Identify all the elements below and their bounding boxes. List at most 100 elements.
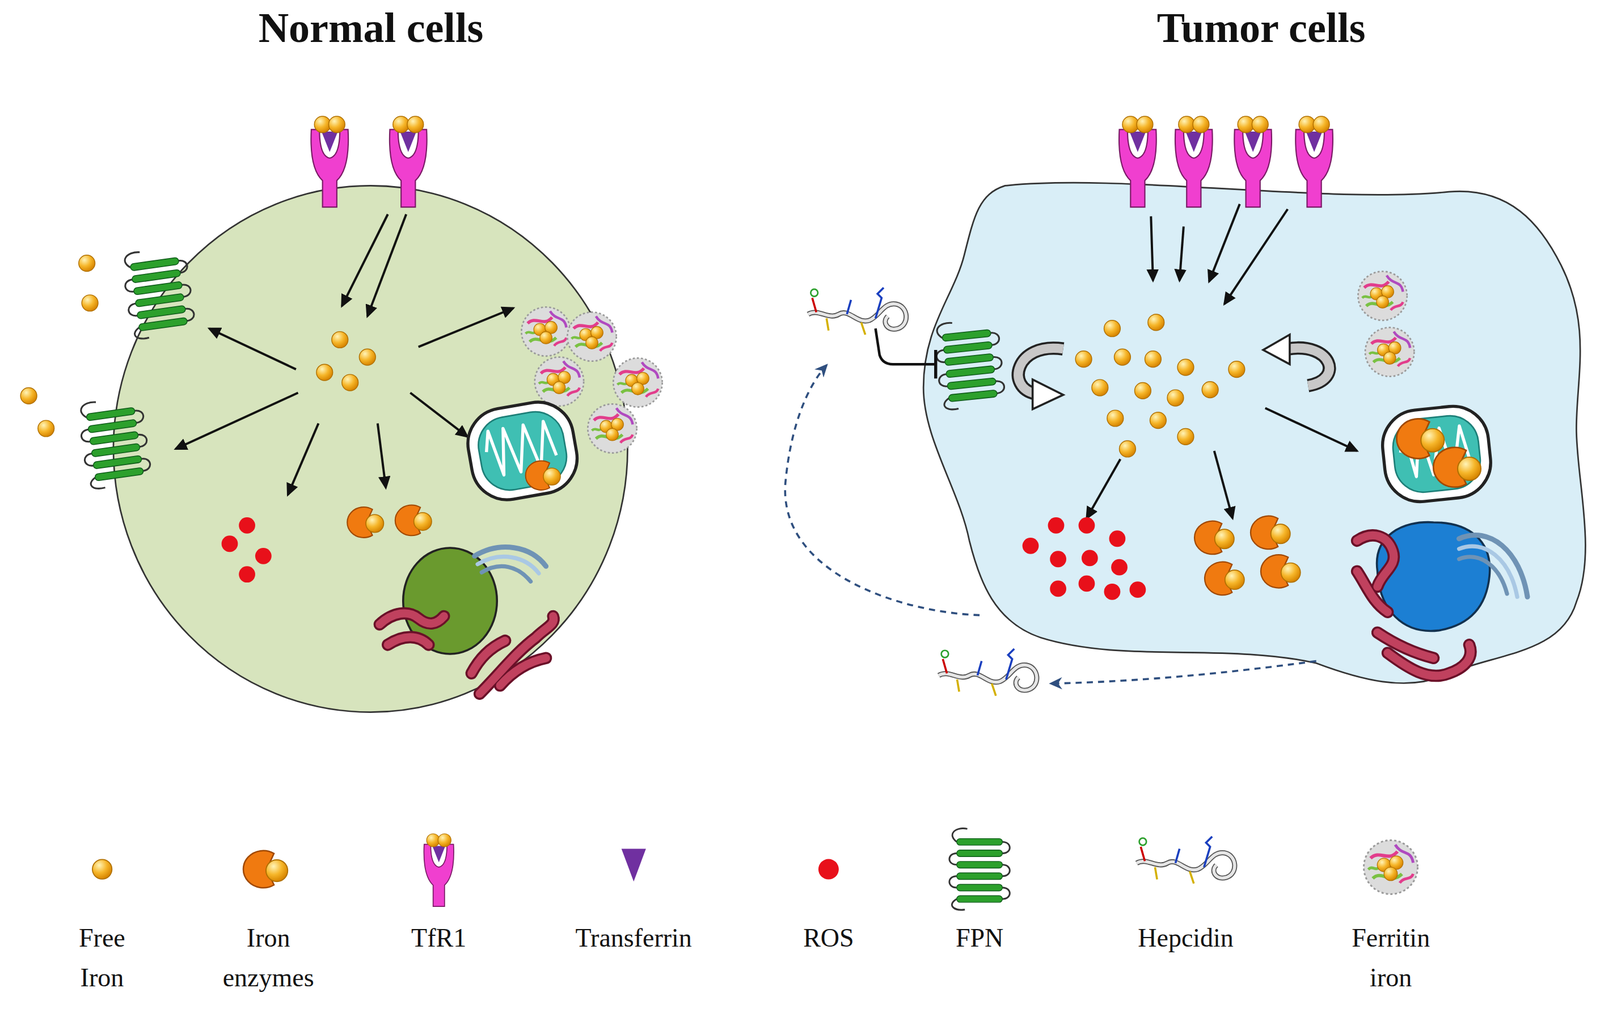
- endoplasmic-reticulum: [479, 615, 554, 694]
- legend-item: Iron enzymes: [211, 918, 325, 998]
- legend-item: TfR1: [353, 918, 525, 958]
- flow-arrows: [1265, 408, 1358, 452]
- legend-item: FPN: [922, 918, 1037, 958]
- ros-dots: [1081, 550, 1099, 567]
- iron-pool: [1075, 314, 1245, 458]
- iron-pool: [1091, 379, 1109, 396]
- legend-label: Free Iron: [59, 918, 145, 998]
- recycle-arrows: [1018, 334, 1330, 409]
- cell-membrane: [923, 182, 1586, 683]
- iron-pool: [1167, 389, 1184, 407]
- golgi: [1459, 535, 1528, 598]
- iron-pool: [1177, 359, 1194, 376]
- cell-panel: Tumor cells: [930, 3, 1593, 708]
- flow-arrows: [1209, 204, 1240, 282]
- legend-item: Ferritin iron: [1328, 918, 1454, 998]
- flow-arrows: [418, 307, 514, 347]
- iron-pool: [1075, 351, 1092, 368]
- ros-dots: [1049, 550, 1067, 568]
- cell-panel: Normal cells: [114, 3, 628, 715]
- iron-enzymes: [395, 504, 432, 536]
- flow-arrows: [175, 393, 299, 450]
- golgi: [1459, 535, 1528, 598]
- flow-arrows: [342, 214, 388, 307]
- iron-pool: [1104, 320, 1121, 337]
- golgi: [1459, 556, 1508, 594]
- iron-pool: [1177, 428, 1194, 445]
- legend-label: Transferrin: [542, 918, 725, 958]
- legend-icons: [818, 859, 839, 880]
- receptors: [389, 116, 428, 208]
- legend-label: ROS: [771, 918, 886, 958]
- cell-membrane: [113, 185, 628, 712]
- flow-arrows: [367, 214, 407, 317]
- iron-pool: [1119, 440, 1137, 458]
- ferritin-stores: [567, 311, 616, 361]
- iron-enzymes: [1250, 516, 1291, 550]
- flow-arrows: [1224, 209, 1289, 305]
- recycle-arrows: [1032, 379, 1064, 409]
- legend-icons: [949, 828, 1010, 911]
- endoplasmic-reticulum: [1357, 535, 1471, 677]
- golgi: [474, 547, 547, 582]
- iron-pool: [1114, 348, 1131, 366]
- endoplasmic-reticulum: [387, 636, 429, 645]
- endoplasmic-reticulum: [379, 613, 554, 694]
- receptors: [1234, 116, 1272, 208]
- flow-arrows: [288, 423, 319, 495]
- nucleus: [1377, 522, 1490, 632]
- mitochondrion-normal: [462, 396, 583, 506]
- normal-cell: [20, 116, 662, 712]
- golgi: [481, 566, 531, 582]
- recycle-arrows: [1263, 334, 1290, 365]
- ros-dots: [1022, 517, 1147, 601]
- recycle-arrows: [1287, 348, 1330, 386]
- legend-label: Ferritin iron: [1328, 918, 1454, 998]
- legend-item: Hepcidin: [1100, 918, 1272, 958]
- legend-label: Hepcidin: [1100, 918, 1272, 958]
- endoplasmic-reticulum: [379, 613, 444, 624]
- iron-pool: [1107, 410, 1124, 427]
- iron-pool: [1147, 314, 1165, 331]
- hepcidin-loop: [784, 365, 980, 616]
- endoplasmic-reticulum: [1377, 632, 1434, 658]
- hepcidin-loop: [784, 287, 1316, 696]
- legend-label: FPN: [922, 918, 1037, 958]
- mitochondrion-normal: [462, 396, 583, 506]
- recycle-arrows: [1287, 348, 1330, 386]
- endoplasmic-reticulum: [1357, 571, 1388, 612]
- legend-item: Free Iron: [59, 918, 145, 998]
- receptors: [1175, 116, 1213, 208]
- legend-icons: [423, 833, 454, 907]
- exported-iron: [20, 255, 99, 437]
- iron-pool: [342, 374, 359, 391]
- exported-iron: [78, 255, 96, 272]
- iron-enzymes: [1204, 562, 1245, 595]
- ferritin-stores: [1357, 271, 1407, 320]
- iron-pool: [1201, 381, 1219, 399]
- mitochondrion-normal: [525, 461, 561, 491]
- iron-pool: [1144, 351, 1162, 368]
- ferritin-stores: [521, 306, 571, 356]
- ros-dots: [1022, 537, 1040, 555]
- ros-dots: [1104, 583, 1121, 601]
- legend-icons: [243, 850, 288, 888]
- ferroportin-exporter: [933, 317, 1006, 411]
- ferroportin-exporters: [120, 245, 197, 341]
- endoplasmic-reticulum: [387, 636, 429, 645]
- flow-arrows: [1086, 204, 1358, 519]
- hepcidin-loop: [808, 287, 907, 335]
- ferritin-stores: [534, 357, 584, 407]
- legend-icons: [1136, 836, 1235, 884]
- tumor-cell: [784, 116, 1586, 696]
- legend-label: Iron enzymes: [211, 918, 325, 998]
- iron-pool: [359, 348, 376, 366]
- ros-dots: [1111, 559, 1128, 576]
- ros-dots: [238, 566, 256, 583]
- ferritin-stores: [613, 357, 662, 407]
- panel-heading: Normal cells: [114, 3, 628, 53]
- exported-iron: [20, 387, 37, 405]
- iron-enzymes: [347, 507, 384, 538]
